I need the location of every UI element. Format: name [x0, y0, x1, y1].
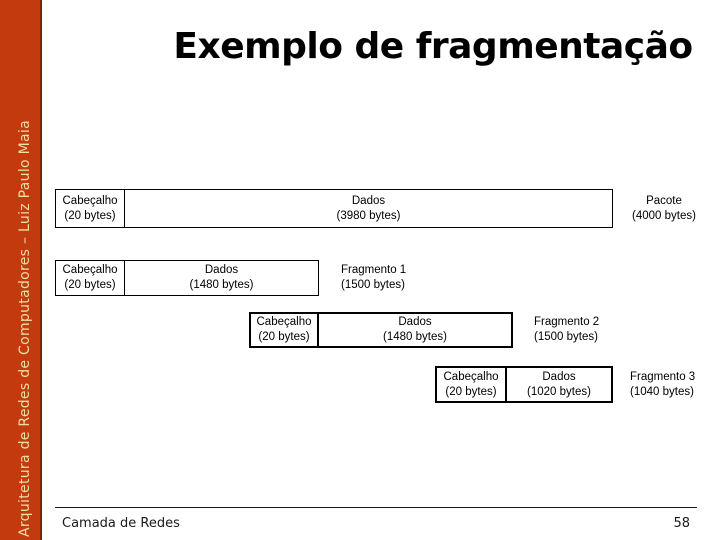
footer-page-number: 58 — [673, 516, 690, 531]
fragmento-1-header-size: (20 bytes) — [64, 279, 116, 291]
fragmento-1-side-label-size: (1500 bytes) — [341, 279, 405, 291]
pacote-side-label: Pacote (4000 bytes) — [620, 189, 708, 228]
fragmento-3-side-label-size: (1040 bytes) — [630, 385, 694, 398]
fragmento-2-header-size: (20 bytes) — [258, 331, 310, 343]
fragmento-3-side-label-name: Fragmento 3 — [630, 370, 696, 383]
page-title: Exemplo de fragmentação — [173, 26, 693, 67]
fragmento-3-header-box: Cabeçalho (20 bytes) — [435, 366, 507, 403]
fragmento-1-data-box: Dados (1480 bytes) — [124, 260, 319, 296]
pacote-header-size: (20 bytes) — [64, 209, 116, 222]
fragmento-2-data-size: (1480 bytes) — [383, 331, 447, 343]
fragmento-3-header-label: Cabeçalho — [443, 370, 499, 383]
footer-section-title: Camada de Redes — [62, 516, 180, 531]
fragmento-1-data-size: (1480 bytes) — [189, 279, 254, 291]
fragmento-2-data-label: Dados — [398, 316, 432, 328]
fragmento-3-side-label: Fragmento 3 (1040 bytes) — [630, 366, 695, 403]
fragmento-2-data-box: Dados (1480 bytes) — [317, 312, 513, 348]
fragmento-1-side-label-name: Fragmento 1 — [341, 264, 407, 276]
fragmento-1-side-label: Fragmento 1 (1500 bytes) — [341, 260, 406, 296]
pacote-header-box: Cabeçalho (20 bytes) — [55, 189, 125, 228]
sidebar-brand-bar — [0, 0, 42, 540]
fragmento-1-header-label: Cabeçalho — [62, 264, 118, 276]
fragmento-1-data-label: Dados — [204, 264, 239, 276]
pacote-header-label: Cabeçalho — [62, 194, 118, 207]
pacote-data-size: (3980 bytes) — [336, 209, 401, 222]
pacote-data-label: Dados — [351, 194, 386, 207]
fragmento-3-data-size: (1020 bytes) — [527, 385, 591, 398]
fragmento-3-data-label: Dados — [542, 370, 576, 383]
pacote-data-box: Dados (3980 bytes) — [124, 189, 613, 228]
pacote-side-label-size: (4000 bytes) — [632, 209, 696, 222]
fragmento-3-header-size: (20 bytes) — [445, 385, 497, 398]
fragmento-1-header-box: Cabeçalho (20 bytes) — [55, 260, 125, 296]
fragmento-2-header-box: Cabeçalho (20 bytes) — [249, 312, 319, 348]
sidebar-course-title: Arquitetura de Redes de Computadores – L… — [17, 120, 33, 537]
fragmento-3-data-box: Dados (1020 bytes) — [505, 366, 613, 403]
fragmento-2-side-label-name: Fragmento 2 — [534, 316, 600, 328]
fragmento-2-side-label: Fragmento 2 (1500 bytes) — [534, 312, 599, 348]
pacote-side-label-name: Pacote — [646, 194, 682, 207]
fragmento-2-side-label-size: (1500 bytes) — [534, 331, 598, 343]
fragmento-2-header-label: Cabeçalho — [256, 316, 312, 328]
footer-divider — [55, 507, 697, 508]
